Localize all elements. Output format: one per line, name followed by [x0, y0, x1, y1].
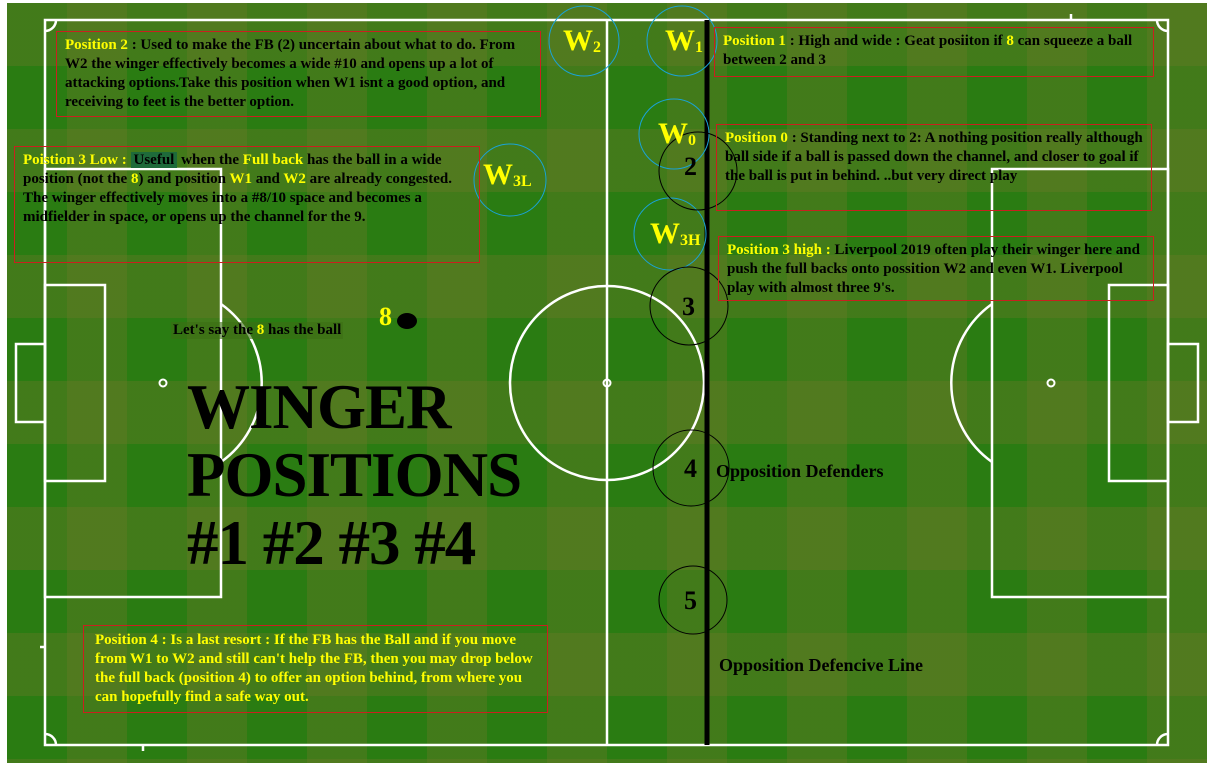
defender-4-circle	[652, 429, 730, 507]
note-position-2: Position 2 : Used to make the FB (2) unc…	[56, 31, 541, 117]
winger-marker-w2: W2	[563, 24, 601, 57]
ball-carrier-number: 8	[379, 302, 392, 331]
note-position-1: Position 1 : High and wide : Geat posiit…	[714, 27, 1154, 77]
defender-5-circle	[658, 565, 728, 635]
winger-marker-w3l: W3L	[483, 158, 532, 191]
left-penalty-arc	[220, 302, 263, 464]
ball-carrier-caption: Let's say the 8 has the ball	[171, 322, 344, 339]
center-circle	[508, 284, 706, 482]
defender-2-circle	[658, 131, 738, 211]
defender-4-number: 4	[684, 454, 697, 483]
diagram-title: WINGER POSITIONS #1 #2 #3 #4	[187, 372, 522, 578]
left-goal	[14, 342, 47, 424]
right-penalty-arc	[950, 302, 993, 464]
winger-marker-w3h: W3H	[650, 217, 701, 250]
ball	[397, 313, 417, 329]
defender-3-circle	[649, 266, 729, 346]
opposition-defenders-label: Opposition Defenders	[716, 461, 884, 481]
w2-circle	[548, 5, 620, 77]
winger-marker-w0: W0	[658, 117, 696, 150]
defender-3-number: 3	[682, 292, 695, 321]
note-position-0: Position 0 : Standing next to 2: A nothi…	[716, 124, 1152, 211]
note-position-4: Position 4 : Is a last resort : If the F…	[83, 625, 548, 713]
note-position-3-low: Poistion 3 Low : Useful when the Full ba…	[14, 146, 480, 263]
w0-circle	[638, 98, 710, 170]
note-position-3-high: Position 3 high : Liverpool 2019 often p…	[718, 236, 1154, 301]
right-goal	[1166, 342, 1200, 424]
right-penalty-box	[990, 167, 1170, 599]
defender-2-number: 2	[684, 152, 697, 181]
w3l-circle	[473, 143, 547, 217]
left-goal-area	[43, 283, 107, 483]
winger-marker-w1: W1	[665, 24, 703, 57]
opposition-defensive-line-label: Opposition Defencive Line	[719, 655, 924, 675]
w1-circle	[646, 5, 718, 77]
right-goal-area	[1107, 283, 1170, 483]
defender-5-number: 5	[684, 586, 697, 615]
